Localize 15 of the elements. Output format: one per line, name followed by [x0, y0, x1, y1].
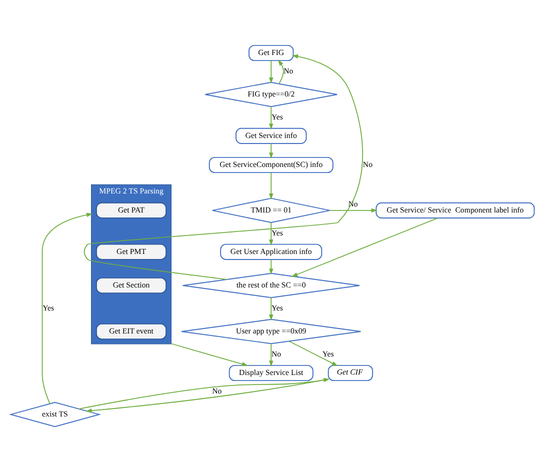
- arrow: [269, 106, 274, 130]
- arrow: [291, 217, 438, 276]
- arrow: [269, 222, 274, 246]
- arrow: [42, 212, 93, 404]
- arrow: [170, 342, 248, 366]
- arrow: [269, 142, 274, 158]
- arrow: [278, 59, 284, 84]
- arrow: [269, 258, 274, 274]
- arrow: [269, 342, 274, 366]
- arrow: [269, 172, 274, 200]
- arrow: [288, 340, 338, 366]
- arrow: [269, 296, 274, 320]
- arrow: [84, 54, 364, 280]
- arrow: [269, 60, 274, 84]
- arrow: [329, 208, 378, 212]
